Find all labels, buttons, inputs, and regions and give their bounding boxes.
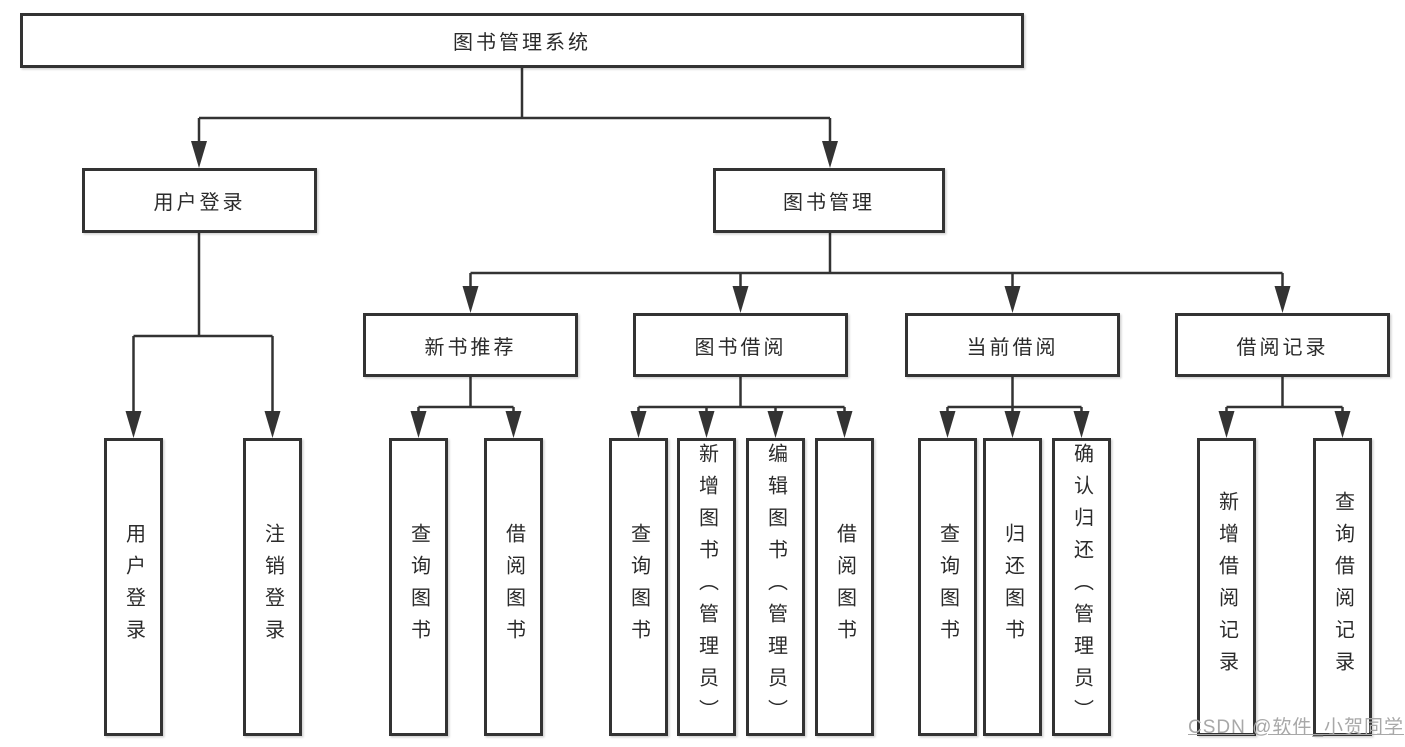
leaf-borrowing-borrow-books: 借阅图书 xyxy=(815,438,874,736)
node-new-book-recommend: 新书推荐 xyxy=(363,313,578,377)
node-current-borrowing-label: 当前借阅 xyxy=(966,336,1059,359)
leaf-borrowing-add-books-admin-label: 新增图书（管理员） xyxy=(695,443,718,731)
node-current-borrowing: 当前借阅 xyxy=(905,313,1120,377)
connector-book-borrow-to-leaves xyxy=(630,377,853,438)
connector-borrow-records-to-leaves xyxy=(1218,377,1351,438)
node-book-management: 图书管理 xyxy=(713,168,945,233)
leaf-logout: 注销登录 xyxy=(243,438,302,736)
leaf-current-return-books: 归还图书 xyxy=(983,438,1042,736)
leaf-recommend-borrow-books: 借阅图书 xyxy=(484,438,543,736)
leaf-borrowing-query-books: 查询图书 xyxy=(609,438,668,736)
leaf-records-add-record: 新增借阅记录 xyxy=(1197,438,1256,736)
csdn-watermark: CSDN @软件_小贺同学 xyxy=(1188,717,1404,738)
leaf-current-return-books-label: 归还图书 xyxy=(1001,523,1024,651)
connector-book-mgmt-to-level3 xyxy=(462,233,1291,313)
node-borrowing-records-label: 借阅记录 xyxy=(1236,336,1329,359)
leaf-recommend-query-books: 查询图书 xyxy=(389,438,448,736)
leaf-recommend-borrow-books-label: 借阅图书 xyxy=(502,523,525,651)
leaf-borrowing-edit-books-admin: 编辑图书（管理员） xyxy=(746,438,805,736)
node-book-management-label: 图书管理 xyxy=(783,192,875,214)
leaf-current-query-books: 查询图书 xyxy=(918,438,977,736)
leaf-user-login-label: 用户登录 xyxy=(122,523,145,651)
connector-new-book-rec-to-leaves xyxy=(410,377,522,438)
connector-current-borrow-to-leaves xyxy=(939,377,1090,438)
leaf-records-add-record-label: 新增借阅记录 xyxy=(1215,491,1238,683)
node-user-login: 用户登录 xyxy=(82,168,317,233)
node-user-login-label: 用户登录 xyxy=(153,192,246,214)
leaf-borrowing-query-books-label: 查询图书 xyxy=(627,523,650,651)
node-new-book-recommend-label: 新书推荐 xyxy=(424,336,517,359)
leaf-borrowing-add-books-admin: 新增图书（管理员） xyxy=(677,438,736,736)
leaf-current-confirm-return-admin: 确认归还（管理员） xyxy=(1052,438,1111,736)
node-root: 图书管理系统 xyxy=(20,13,1024,68)
leaf-recommend-query-books-label: 查询图书 xyxy=(407,523,430,651)
node-book-borrowing-label: 图书借阅 xyxy=(694,336,787,359)
node-book-borrowing: 图书借阅 xyxy=(633,313,848,377)
leaf-logout-label: 注销登录 xyxy=(261,523,284,651)
node-root-label: 图书管理系统 xyxy=(453,32,591,54)
node-borrowing-records: 借阅记录 xyxy=(1175,313,1390,377)
leaf-user-login: 用户登录 xyxy=(104,438,163,736)
leaf-current-query-books-label: 查询图书 xyxy=(936,523,959,651)
connector-root-to-level2 xyxy=(191,68,838,168)
leaf-records-query-record-label: 查询借阅记录 xyxy=(1331,491,1354,683)
leaf-records-query-record: 查询借阅记录 xyxy=(1313,438,1372,736)
connector-user-login-to-leaves xyxy=(125,233,281,438)
leaf-current-confirm-return-admin-label: 确认归还（管理员） xyxy=(1070,443,1093,731)
leaf-borrowing-edit-books-admin-label: 编辑图书（管理员） xyxy=(764,443,787,731)
leaf-borrowing-borrow-books-label: 借阅图书 xyxy=(833,523,856,651)
